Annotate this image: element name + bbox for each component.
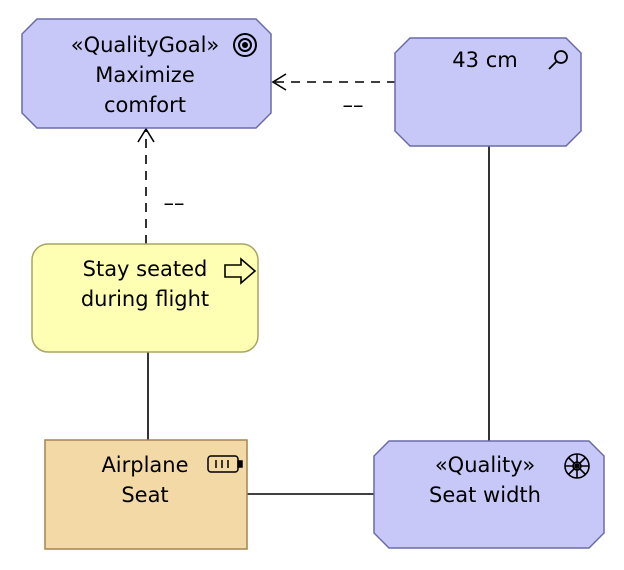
quality-name: Seat width (429, 483, 541, 507)
measure-value: 43 cm (452, 48, 518, 72)
quality-goal-line2: comfort (104, 93, 186, 117)
measure-node[interactable] (394, 37, 582, 147)
resource-label: Airplane Seat (85, 450, 205, 510)
task-line1: Stay seated (82, 257, 208, 281)
quality-goal-stereotype: «QualityGoal» (70, 33, 220, 57)
quality-goal-line1: Maximize (95, 63, 195, 87)
measure-label: 43 cm (435, 45, 535, 75)
measure-to-goal-edge-label: –– (342, 93, 364, 117)
quality-node[interactable] (373, 440, 605, 549)
battery-icon (207, 455, 243, 473)
task-to-goal-edge-label: –– (163, 191, 185, 215)
wheel-icon (564, 453, 590, 479)
target-icon (233, 33, 257, 57)
arrow-right-icon (224, 257, 257, 285)
task-label: Stay seated during flight (55, 254, 235, 314)
task-line2: during flight (80, 287, 210, 311)
magnifier-icon (548, 50, 568, 70)
quality-goal-label: «QualityGoal» Maximize comfort (60, 30, 230, 120)
edge-measure-to-goal-arrowhead (271, 73, 287, 91)
edge-task-to-goal-arrowhead (137, 127, 155, 143)
quality-label: «Quality» Seat width (405, 450, 565, 510)
resource-line1: Airplane (101, 453, 189, 477)
resource-line2: Seat (121, 483, 169, 507)
quality-stereotype: «Quality» (434, 453, 536, 477)
task-node[interactable] (31, 243, 259, 353)
resource-node[interactable] (44, 439, 248, 550)
quality-goal-node[interactable] (21, 18, 272, 129)
